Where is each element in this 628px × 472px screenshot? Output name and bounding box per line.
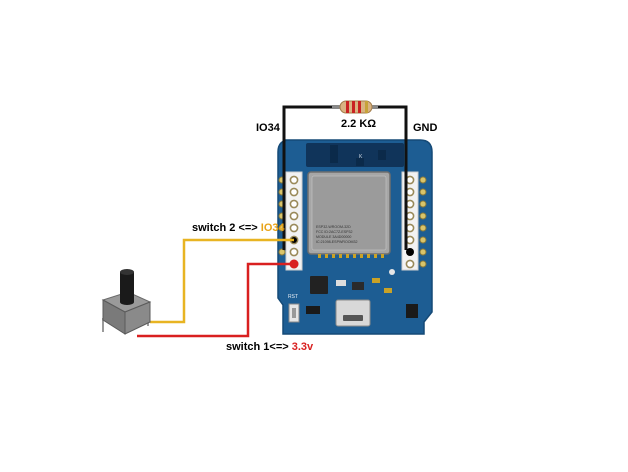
regulator-chip xyxy=(310,276,328,294)
left-header-pins xyxy=(289,175,299,269)
right-header-pins xyxy=(405,175,415,269)
io34-top-label: IO34 xyxy=(256,122,281,134)
switch1-label: switch 1<=> 3.3v xyxy=(226,341,314,353)
switch2-pin: IO34 xyxy=(261,222,286,234)
wire-switch1-3v3 xyxy=(137,262,294,338)
left-header xyxy=(285,171,303,271)
micro-usb-icon xyxy=(335,299,371,327)
board-marking-k: K xyxy=(359,154,363,160)
module-text-1: ESP32-WROOM-32D xyxy=(316,225,351,229)
resistor-value-label: 2.2 KΩ xyxy=(341,118,376,130)
push-button-icon xyxy=(101,269,152,335)
esp32-board: K ESP32-WROOM-32D FCC ID:2AC7Z-ESP32 MOD… xyxy=(277,139,433,335)
board-rst-label: RST xyxy=(288,294,298,300)
module-text-4: IC:21098-ESPWROOM32 xyxy=(316,240,358,244)
wire-switch2-io34 xyxy=(150,238,294,324)
module-text-3: MODULE 3A4D00000 xyxy=(316,235,351,239)
switch2-prefix: switch 2 <=> xyxy=(192,222,261,234)
switch2-label: switch 2 <=> IO34 xyxy=(192,222,286,234)
switch1-prefix: switch 1<=> xyxy=(226,341,292,353)
module-text-2: FCC ID:2AC7Z-ESP32 xyxy=(316,230,353,234)
gnd-pin-dot xyxy=(406,248,414,256)
gnd-top-label: GND xyxy=(413,122,438,134)
antenna-area xyxy=(306,143,404,167)
switch1-pin: 3.3v xyxy=(292,341,314,353)
resistor-icon xyxy=(332,100,378,114)
reset-button-icon xyxy=(288,303,300,323)
